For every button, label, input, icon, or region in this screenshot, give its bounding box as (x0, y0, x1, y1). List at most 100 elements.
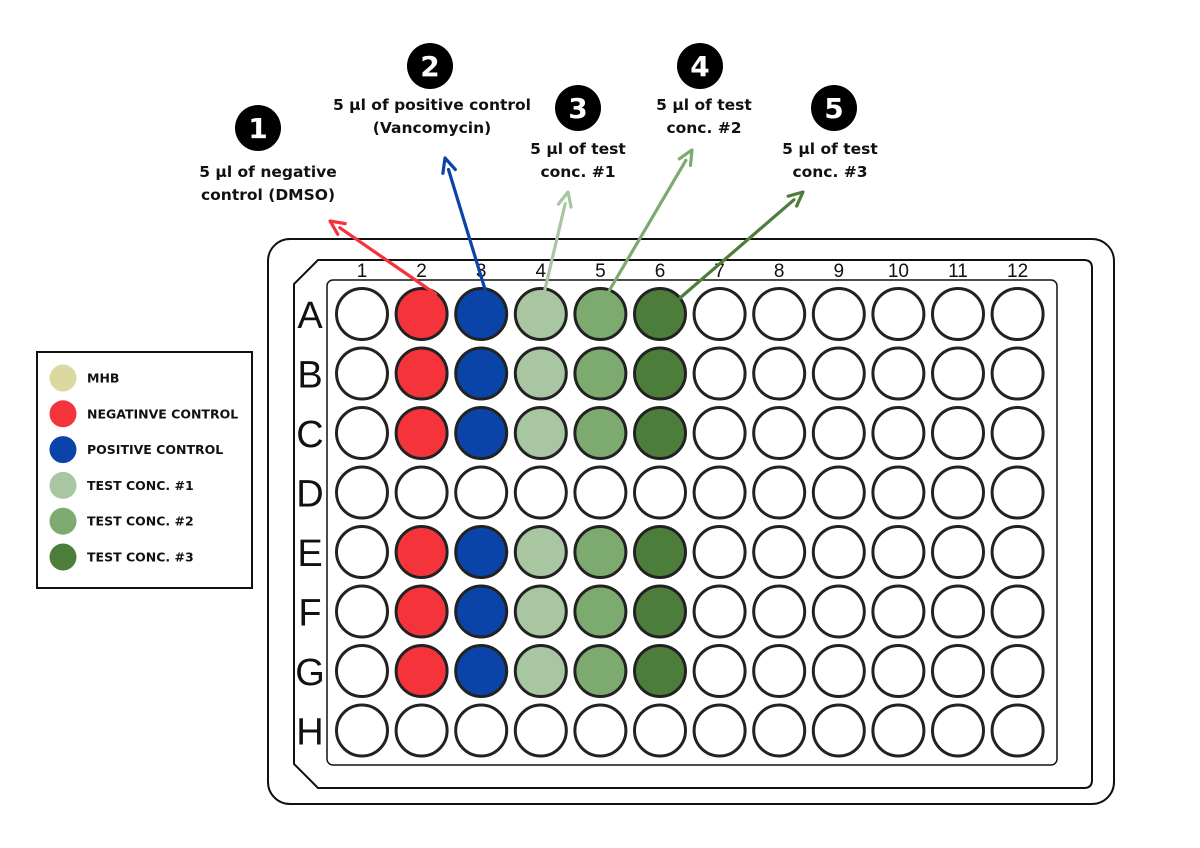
arrow-head (677, 148, 694, 167)
step-5: 5 5 µl of test conc. #3 (782, 85, 878, 181)
step-number: 5 (824, 92, 843, 125)
step-badge (677, 43, 723, 89)
step-label-line: conc. #1 (540, 163, 615, 181)
step-number: 3 (568, 92, 587, 125)
arrow-shaft (606, 158, 688, 294)
step-label-line: control (DMSO) (201, 186, 335, 204)
legend-item: MHB (49, 364, 119, 392)
legend-swatch (49, 471, 77, 499)
legend-item: NEGATINVE CONTROL (49, 400, 238, 428)
legend-label: TEST CONC. #2 (87, 514, 194, 529)
column-label: 10 (888, 261, 909, 282)
column-label: 8 (774, 261, 785, 282)
well-D8 (752, 465, 807, 520)
legend-label: MHB (87, 371, 119, 386)
well-E8 (752, 525, 807, 579)
arrow-head (328, 219, 347, 236)
well-G5 (573, 644, 628, 698)
row-label: F (298, 593, 321, 635)
legend-swatch (49, 507, 77, 535)
well-A8 (752, 287, 807, 341)
well-F7 (692, 584, 747, 639)
well-B10 (871, 346, 926, 401)
legend-items: MHB NEGATINVE CONTROL POSITIVE CONTROL TEST… (49, 364, 238, 571)
well-D7 (692, 465, 747, 520)
well-E11 (931, 525, 985, 579)
well-C8 (752, 406, 807, 460)
row-label: E (297, 533, 322, 575)
well-D3 (454, 465, 509, 520)
well-G6 (633, 644, 687, 698)
well-F11 (931, 584, 985, 639)
well-D9 (811, 465, 866, 520)
arrow-5 (678, 190, 805, 300)
step-label-line: conc. #3 (792, 163, 867, 181)
column-label: 4 (536, 261, 547, 282)
well-H7 (692, 703, 747, 758)
plate-inner-frame (293, 259, 1093, 789)
well-E5 (573, 525, 628, 579)
well-C5 (573, 406, 628, 460)
well-G12 (990, 644, 1045, 698)
arrow-3 (543, 190, 573, 292)
plate-well-area (326, 279, 1058, 766)
step-number: 2 (420, 50, 439, 83)
arrow-head (441, 156, 457, 175)
well-H1 (335, 703, 389, 758)
legend: MHB NEGATINVE CONTROL POSITIVE CONTROL TEST… (36, 351, 253, 589)
well-A5 (573, 287, 628, 341)
column-label: 7 (714, 261, 725, 282)
step-2: 25 µl of positive control(Vancomycin) (333, 43, 531, 137)
legend-swatch (49, 436, 77, 464)
well-C3 (454, 406, 509, 460)
legend-label: NEGATINVE CONTROL (87, 406, 238, 421)
well-A11 (931, 287, 985, 341)
arrow-head (786, 190, 805, 208)
well-B6 (633, 346, 687, 401)
step-label-line: (Vancomycin) (373, 119, 491, 137)
well-C1 (335, 406, 389, 460)
legend-item: POSITIVE CONTROL (49, 436, 223, 464)
well-E9 (811, 525, 866, 579)
step-label-line: 5 µl of test (656, 96, 752, 114)
step-label-line: 5 µl of test (530, 140, 626, 158)
arrow-head (556, 190, 573, 209)
column-label: 5 (595, 261, 606, 282)
well-D5 (573, 465, 628, 520)
well-B7 (692, 346, 747, 401)
well-B8 (752, 346, 807, 401)
wells (335, 287, 1045, 758)
well-H8 (752, 703, 807, 758)
arrow-shaft (446, 167, 487, 292)
well-H9 (811, 703, 866, 758)
well-A6 (633, 287, 687, 341)
row-label: D (296, 474, 323, 516)
well-G10 (871, 644, 926, 698)
well-C10 (871, 406, 926, 460)
well-F9 (811, 584, 866, 639)
well-C12 (990, 406, 1045, 460)
row-label: G (295, 652, 325, 694)
legend-swatch (49, 400, 77, 428)
well-F5 (573, 584, 628, 639)
step-label-line: 5 µl of test (782, 140, 878, 158)
column-label: 11 (948, 261, 968, 282)
well-G9 (811, 644, 866, 698)
legend-item: TEST CONC. #2 (49, 507, 194, 535)
well-H5 (573, 703, 628, 758)
well-G1 (335, 644, 389, 698)
well-F8 (752, 584, 807, 639)
well-A12 (990, 287, 1045, 341)
well-H2 (394, 703, 449, 758)
step-number: 1 (248, 112, 267, 145)
arrow-2 (441, 156, 487, 292)
legend-label: TEST CONC. #3 (87, 550, 194, 565)
step-badge (555, 85, 601, 131)
well-B1 (335, 346, 389, 401)
well-F1 (335, 584, 389, 639)
well-B12 (990, 346, 1045, 401)
column-label: 2 (416, 261, 427, 282)
